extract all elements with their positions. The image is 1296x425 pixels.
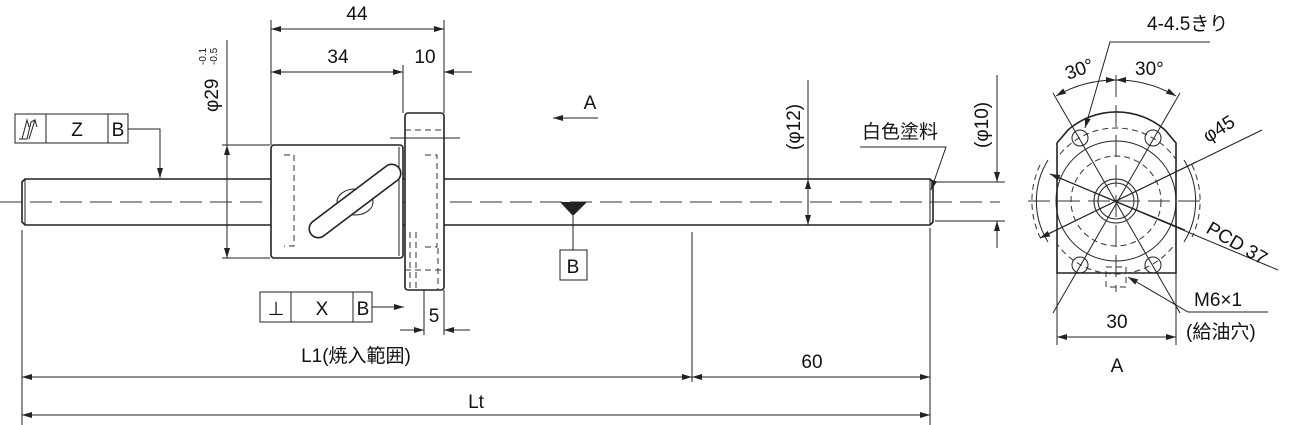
runout-value: Z (71, 120, 83, 141)
dim-60: 60 (801, 352, 822, 373)
dim-phi29: φ29 (202, 79, 223, 112)
paint-note: 白色塗料 (860, 120, 947, 191)
view-a-arrow: A (553, 93, 598, 121)
perpendicularity-icon: ⊥ (268, 299, 285, 320)
ball-nut (270, 112, 460, 291)
view-label: A (1111, 356, 1124, 377)
dim-phi10: (φ10) (972, 102, 993, 148)
end-diameter-dim: (φ10) (935, 75, 1005, 248)
dim-pcd: PCD 37 (1203, 218, 1271, 269)
dim-44: 44 (346, 4, 368, 25)
runout-datum: B (112, 120, 125, 141)
view-arrow-label: A (584, 93, 597, 114)
dim-10: 10 (414, 47, 435, 68)
dim-34: 34 (327, 47, 349, 68)
oil-hole-thread: M6×1 (1194, 290, 1242, 311)
oil-hole-offset-dim: 5 (400, 290, 470, 335)
dim-30: 30 (1106, 312, 1127, 333)
length-dims: L1(焼入範囲) 60 Lt (21, 228, 931, 425)
holes-note: 4-4.5きり (1147, 14, 1228, 35)
dim-phi45: φ45 (1200, 112, 1240, 148)
nut-length-dims: 44 34 10 (270, 4, 472, 145)
end-view-a: 30° 30° 4-4.5きり φ45 PCD 37 M6×1 (給油穴) 30… (1028, 14, 1279, 377)
datum-b: B (559, 202, 588, 281)
tol-lower: -0.5 (209, 47, 220, 65)
datum-triangle-icon (560, 202, 587, 216)
nut-diameter-dim: φ29 -0.1 -0.5 (198, 40, 270, 259)
shaft-diameter-dim: (φ12) (784, 80, 811, 225)
angle-right: 30° (1135, 59, 1164, 80)
tol-upper: -0.1 (198, 47, 209, 65)
paint-note-text: 白色塗料 (862, 120, 938, 143)
dim-l1: L1(焼入範囲) (301, 345, 411, 367)
angle-left: 30° (1063, 55, 1097, 85)
perp-datum: B (357, 299, 370, 320)
runout-icon (19, 118, 38, 140)
perpendicularity-frame: ⊥ X B (259, 291, 404, 323)
runout-tolerance-frame: Z B (14, 113, 163, 178)
oil-hole-note: (給油穴) (1186, 321, 1256, 343)
datum-label: B (567, 257, 580, 278)
dim-5: 5 (429, 306, 440, 327)
perp-value: X (316, 299, 329, 320)
dim-lt: Lt (468, 392, 485, 413)
dim-phi12: (φ12) (784, 104, 805, 150)
